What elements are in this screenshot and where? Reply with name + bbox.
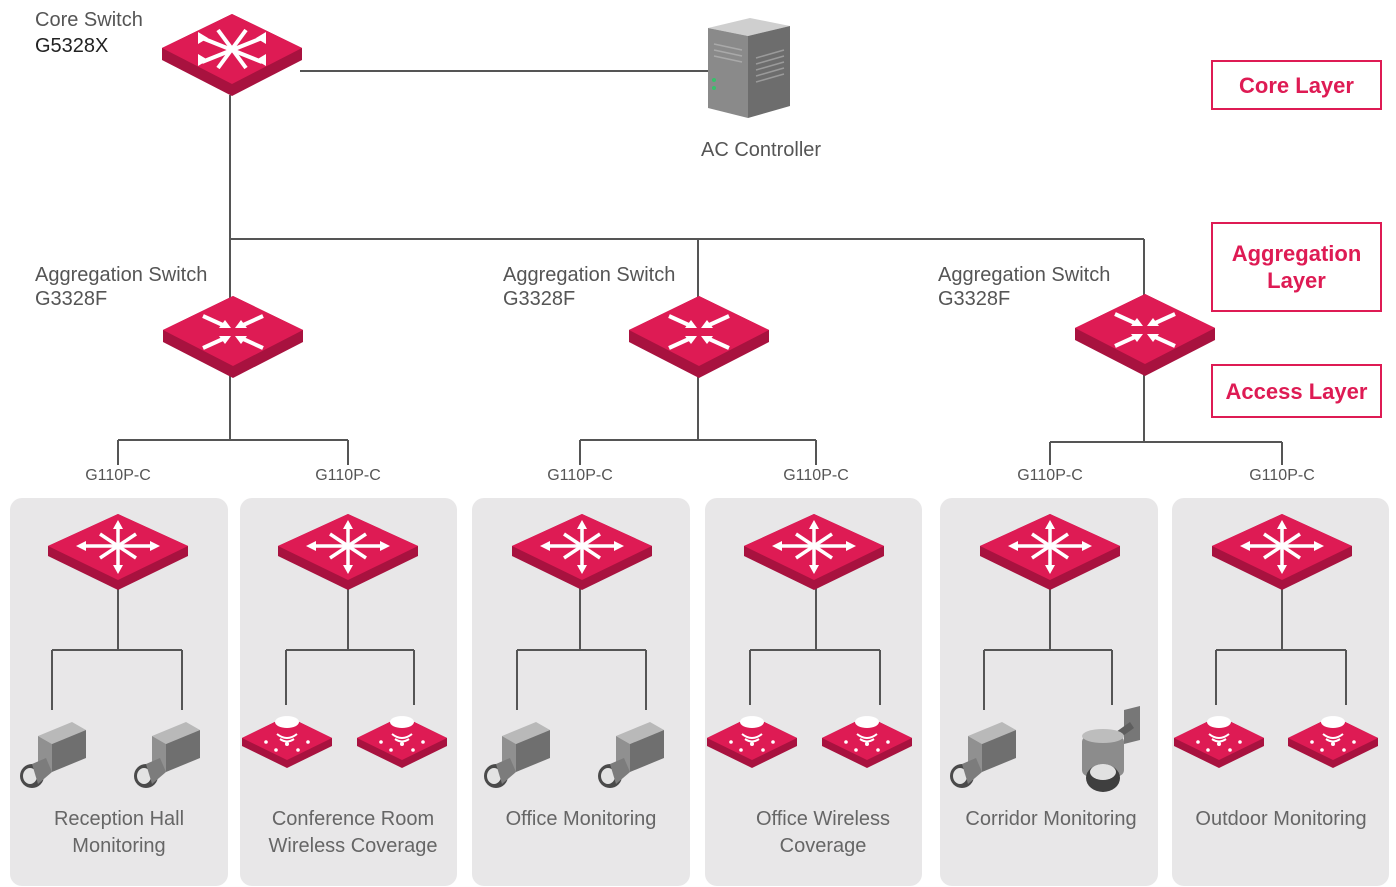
access-switch-icon[interactable] xyxy=(274,510,422,594)
aggregation-switch-model-1: G3328F xyxy=(35,288,108,310)
group-caption-outdoor: Outdoor Monitoring xyxy=(1195,808,1367,830)
aggregation-switch-model-3: G3328F xyxy=(938,288,1011,310)
access-switch-model-3: G110P-C xyxy=(547,467,613,484)
aggregation-switch-icon[interactable] xyxy=(1071,290,1219,380)
aggregation-switch-title-3: Aggregation Switch xyxy=(938,264,1111,286)
bullet-camera-icon[interactable] xyxy=(16,718,92,790)
access-switch-model-2: G110P-C xyxy=(315,467,381,484)
ptz-camera-icon[interactable] xyxy=(1072,706,1152,794)
aggregation-switch-icon[interactable] xyxy=(159,292,307,382)
wireless-ap-icon[interactable] xyxy=(1286,712,1380,770)
aggregation-switch-icon[interactable] xyxy=(625,292,773,382)
access-switch-model-5: G110P-C xyxy=(1017,467,1083,484)
aggregation-switch-title-2: Aggregation Switch xyxy=(503,264,676,286)
access-switch-icon[interactable] xyxy=(1208,510,1356,594)
group-caption-office-monitoring: Office Monitoring xyxy=(505,808,657,830)
access-switch-model-6: G110P-C xyxy=(1249,467,1315,484)
aggregation-switch-model-2: G3328F xyxy=(503,288,576,310)
group-caption-reception: Reception Hall Monitoring xyxy=(53,808,185,857)
wireless-ap-icon[interactable] xyxy=(705,712,799,770)
wireless-ap-icon[interactable] xyxy=(355,712,449,770)
access-switch-icon[interactable] xyxy=(44,510,192,594)
bullet-camera-icon[interactable] xyxy=(480,718,556,790)
wireless-ap-icon[interactable] xyxy=(240,712,334,770)
wireless-ap-icon[interactable] xyxy=(820,712,914,770)
layer-label-core: Core Layer xyxy=(1211,60,1382,110)
aggregation-switch-title-1: Aggregation Switch xyxy=(35,264,208,286)
layer-label-aggregation: Aggregation Layer xyxy=(1211,222,1382,312)
access-switch-model-4: G110P-C xyxy=(783,467,849,484)
group-caption-corridor: Corridor Monitoring xyxy=(965,808,1137,830)
controller-label: AC Controller xyxy=(701,139,822,161)
wireless-ap-icon[interactable] xyxy=(1172,712,1266,770)
group-caption-conference: Conference Room Wireless Coverage xyxy=(268,808,438,857)
access-switch-model-1: G110P-C xyxy=(85,467,151,484)
access-switch-icon[interactable] xyxy=(508,510,656,594)
bullet-camera-icon[interactable] xyxy=(594,718,670,790)
group-caption-office-wireless: Office Wireless Coverage xyxy=(755,808,891,857)
core-switch-icon[interactable] xyxy=(158,10,306,100)
bullet-camera-icon[interactable] xyxy=(946,718,1022,790)
core-switch-model: G5328X xyxy=(35,35,109,57)
access-switch-icon[interactable] xyxy=(976,510,1124,594)
core-switch-title: Core Switch xyxy=(35,9,143,31)
access-switch-icon[interactable] xyxy=(740,510,888,594)
bullet-camera-icon[interactable] xyxy=(130,718,206,790)
server-icon[interactable] xyxy=(700,14,796,120)
layer-label-access: Access Layer xyxy=(1211,364,1382,418)
